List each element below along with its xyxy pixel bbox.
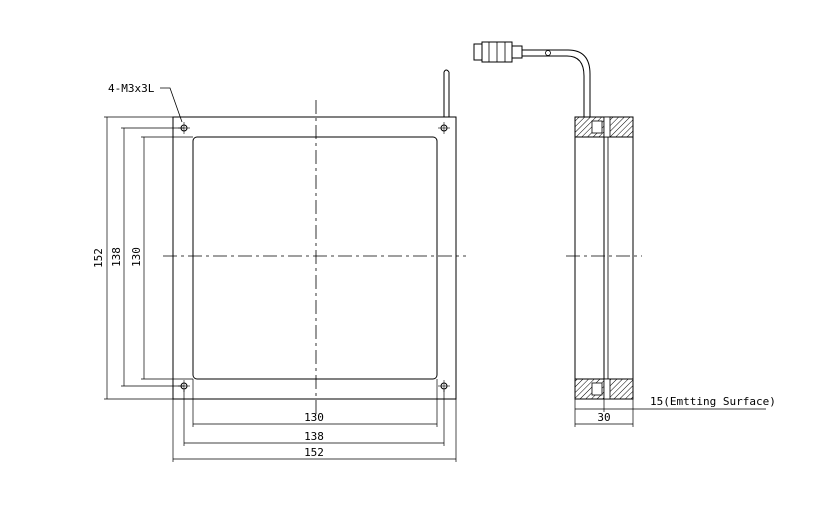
dim-width-inner-label: 130 (304, 411, 324, 424)
section-bottom (574, 378, 634, 400)
side-cable (522, 49, 591, 117)
front-view: 4-M3x3L 152 138 130 130 (92, 69, 466, 462)
light-window (192, 136, 438, 380)
dim-height-mid: 138 (110, 127, 184, 387)
hole-callout-label: 4-M3x3L (108, 82, 155, 95)
cable-connector (473, 41, 551, 63)
dim-height-inner: 130 (130, 136, 193, 380)
hole-callout-leader (160, 87, 183, 123)
dim-height-inner-label: 130 (130, 247, 143, 267)
dim-side-thickness-label: 30 (597, 411, 610, 424)
dim-side-thickness: 30 (574, 399, 634, 427)
section-top (574, 116, 634, 138)
dim-emitting-surface-label: 15(Emtting Surface) (650, 395, 776, 408)
dim-emitting-surface: 15(Emtting Surface) (575, 395, 776, 412)
dim-height-outer-label: 152 (92, 248, 105, 268)
dim-width-mid-label: 138 (304, 430, 324, 443)
front-cable-stub (443, 69, 450, 117)
side-view: 30 15(Emtting Surface) (473, 41, 776, 427)
mounting-hole-top-right (438, 122, 450, 134)
dim-height-outer: 152 (92, 116, 173, 400)
outer-frame (172, 116, 457, 400)
dim-width-outer: 152 (172, 399, 457, 462)
dim-width-mid: 138 (183, 390, 445, 446)
dim-width-outer-label: 152 (304, 446, 324, 459)
dim-height-mid-label: 138 (110, 247, 123, 267)
dim-width-inner: 130 (192, 379, 438, 427)
